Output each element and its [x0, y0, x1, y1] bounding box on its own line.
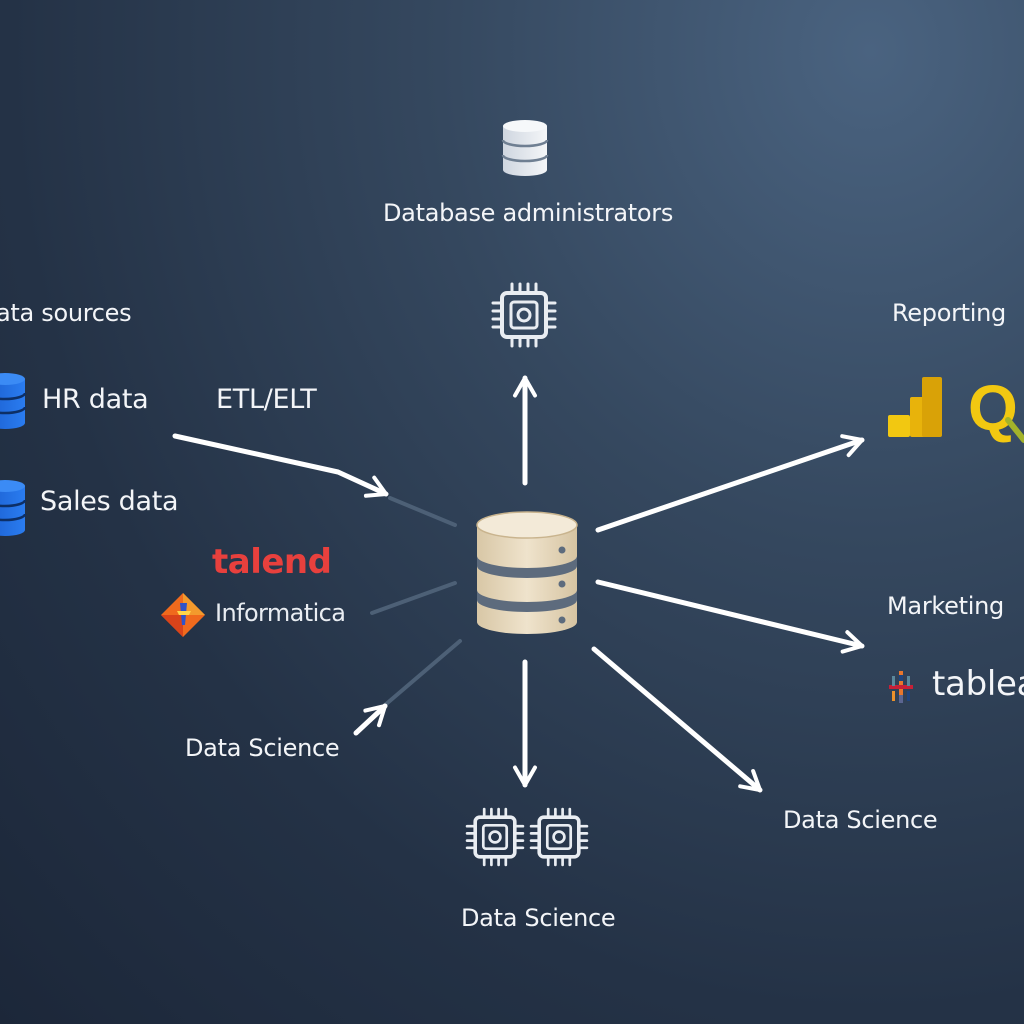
svg-text:Q: Q — [968, 372, 1018, 444]
faint-line-informatica — [370, 581, 457, 615]
label-database-administrators: Database administrators — [383, 199, 674, 227]
label-reporting: Reporting — [892, 299, 1006, 327]
label-data-science-right: Data Science — [783, 806, 938, 834]
faint-line-data-science-left — [383, 639, 462, 707]
arrow-to-data-science-left — [353, 703, 388, 736]
arrow-sources-to-db — [172, 433, 389, 498]
informatica-logo — [161, 593, 205, 637]
label-data-science-bottom: Data Science — [461, 904, 616, 932]
database-icon — [0, 478, 27, 538]
label-marketing: Marketing — [887, 592, 1004, 620]
label-data-sources: ata sources — [0, 299, 132, 327]
informatica-logo-text: Informatica — [215, 599, 346, 627]
connector-lines — [172, 375, 865, 793]
arrow-to-reporting — [595, 434, 865, 533]
faint-line-etl — [388, 496, 457, 527]
arrow-to-data-science-right — [591, 646, 763, 793]
label-etl-elt: ETL/ELT — [216, 384, 317, 415]
talend-logo-text: talend — [212, 542, 332, 582]
cpu-chip-icon — [529, 807, 589, 867]
tableau-logo — [889, 671, 913, 703]
label-sales-data: Sales data — [40, 486, 179, 517]
central-database-icon — [476, 511, 578, 634]
cpu-chip-icon — [491, 282, 557, 348]
qlik-logo: Q — [968, 372, 1024, 444]
database-stack-icon — [501, 120, 549, 176]
database-icon — [0, 371, 27, 431]
label-data-science-left: Data Science — [185, 734, 340, 762]
cpu-chip-icon — [465, 807, 525, 867]
arrow-to-marketing — [595, 579, 865, 654]
label-hr-data: HR data — [42, 384, 149, 415]
power-bi-logo — [888, 377, 942, 437]
tableau-logo-text: tablea — [932, 664, 1024, 704]
